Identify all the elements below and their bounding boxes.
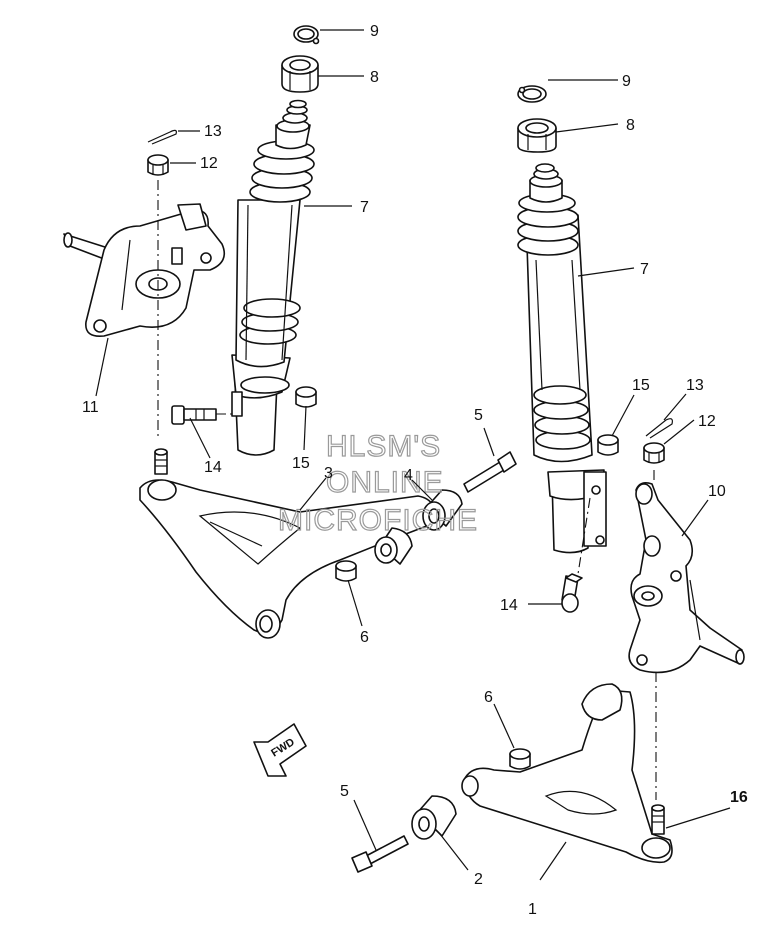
leader-lines <box>95 29 731 881</box>
cotter-pin-left <box>147 129 177 145</box>
callout-5-bottom: 5 <box>340 783 349 800</box>
circlip-left <box>293 25 320 45</box>
watermark-line-3: MICROFICHE <box>278 504 478 537</box>
nut-right <box>597 434 619 456</box>
ball-stud-right <box>651 804 665 835</box>
callout-11: 11 <box>82 399 99 416</box>
nylon-nut-left <box>335 560 357 582</box>
bolt-left <box>171 405 217 425</box>
knuckle-left <box>63 203 226 338</box>
callout-1: 1 <box>528 901 537 918</box>
watermark: HLSM'S ONLINE MICROFICHE <box>277 429 478 537</box>
shock-absorber-right <box>517 163 607 554</box>
callout-15-right: 15 <box>632 377 650 394</box>
bushing-right <box>411 795 457 840</box>
nut-left <box>295 386 317 408</box>
bushing-left-upper <box>422 489 463 531</box>
watermark-line-1: HLSM'S <box>326 430 441 463</box>
callout-9-left: 9 <box>370 23 379 40</box>
callout-4: 4 <box>404 467 413 484</box>
callout-5-top: 5 <box>474 407 483 424</box>
callout-7-left: 7 <box>360 199 369 216</box>
adjuster-nut-left <box>281 55 319 93</box>
adjuster-nut-right <box>517 118 557 153</box>
callout-8-left: 8 <box>370 69 379 86</box>
callout-14-left: 14 <box>204 459 222 476</box>
callout-13-right: 13 <box>686 377 704 394</box>
callout-6-left: 6 <box>360 629 369 646</box>
callout-6-right: 6 <box>484 689 493 706</box>
bushing-left-lower <box>374 527 413 565</box>
callout-15-left: 15 <box>292 455 310 472</box>
castle-nut-left <box>147 154 169 176</box>
circlip-right <box>517 85 547 103</box>
callout-13-left: 13 <box>204 123 222 140</box>
callout-14-right: 14 <box>500 597 518 614</box>
callout-12-left: 12 <box>200 155 218 172</box>
watermark-line-2: ONLINE <box>326 466 444 499</box>
shock-absorber-left <box>231 99 315 456</box>
callout-labels: 9 8 7 13 12 11 14 15 3 4 5 6 9 8 7 15 13… <box>82 23 748 918</box>
callout-2: 2 <box>474 871 483 888</box>
forward-arrow-icon: FWD <box>253 723 307 777</box>
cotter-pin-right <box>645 418 673 439</box>
long-bolt-left <box>463 451 517 493</box>
long-bolt-right <box>351 835 409 873</box>
castle-nut-right <box>643 442 665 464</box>
callout-16: 16 <box>730 789 748 806</box>
arm-left <box>139 479 435 639</box>
callout-8-right: 8 <box>626 117 635 134</box>
bolt-right <box>561 573 583 613</box>
callout-12-right: 12 <box>698 413 716 430</box>
callout-7-right: 7 <box>640 261 649 278</box>
callout-3: 3 <box>324 465 333 482</box>
callout-9-right: 9 <box>622 73 631 90</box>
arm-right <box>461 683 673 864</box>
nylon-nut-right <box>509 748 531 770</box>
knuckle-right <box>628 482 745 674</box>
ball-stud-left <box>154 448 168 475</box>
callout-10: 10 <box>708 483 726 500</box>
